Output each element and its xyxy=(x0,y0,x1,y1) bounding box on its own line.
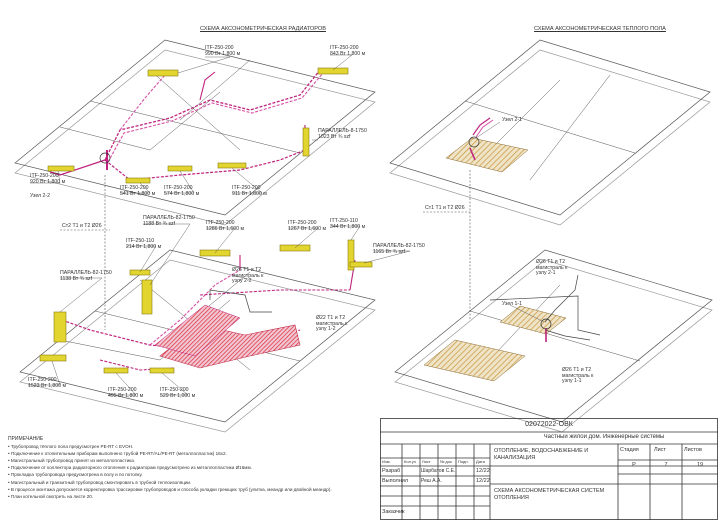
stamp-col-header: Лист xyxy=(422,459,431,464)
stamp-name-developer: Шарбатов С.Е. xyxy=(421,468,456,474)
stamp-sheets: 19 xyxy=(696,462,704,468)
title-radiators-scheme: СХЕМА АКСОНОМЕТРИЧЕСКАЯ РАДИАТОРОВ xyxy=(200,26,326,32)
stamp-sheets-label: Листов xyxy=(684,447,702,453)
label-riser-st1: Ст1 Т1 и Т2 Ø26 xyxy=(425,205,465,211)
stamp-role-developer: Разраб xyxy=(382,468,401,474)
stamp-customer: Заказчик xyxy=(382,509,405,515)
stamp-col-header: Подп. xyxy=(458,459,469,464)
stamp-col-header: Кол.уч xyxy=(404,459,416,464)
note-item: • План котельной смотреть на листе 20. xyxy=(8,493,94,499)
stamp-sheet-title: СХЕМА АКСОНОМЕТРИЧЕСКАЯ СИСТЕМ ОТОПЛЕНИЯ xyxy=(494,488,605,501)
node-2-1-marker xyxy=(468,136,480,148)
floor-slab-warm-floor-lower xyxy=(394,249,713,433)
radiator-541w xyxy=(125,177,151,184)
radiator-574w xyxy=(167,165,193,172)
warm-floor-loop-lower-2 xyxy=(499,305,567,335)
radiator-920w xyxy=(47,165,75,172)
title-block-grid xyxy=(380,418,718,520)
node-1-1-marker xyxy=(540,318,552,330)
radiator-1188w xyxy=(141,279,153,315)
note-item: • Подключение к отопительным приборам вы… xyxy=(8,451,227,457)
dense-pipe-area xyxy=(154,304,241,357)
warm-floor-loop-lower-1 xyxy=(423,339,526,382)
stamp-role-executor: Выполнил xyxy=(382,478,409,484)
stamp-stage-label: Стадия xyxy=(620,447,639,453)
radiator-911w xyxy=(217,162,247,169)
warm-floor-loop-upper xyxy=(445,137,529,173)
stamp-code: 02072022-ОВК xyxy=(525,421,573,428)
radiator-843w xyxy=(317,67,349,75)
label-node-2-2: Узел 2-2 xyxy=(30,193,51,199)
radiator-214w xyxy=(129,269,151,276)
note-item: • В процессе монтажа допускается коррект… xyxy=(8,486,332,492)
stamp-stage: Р xyxy=(632,462,636,468)
label-node-2-1: Узел 2-1 xyxy=(502,117,523,123)
note-item: • Прокладка трубопровода предусмотрена в… xyxy=(8,472,143,478)
title-warm-floor-scheme: СХЕМА АКСОНОМЕТРИЧЕСКАЯ ТЕПЛОГО ПОЛА xyxy=(534,26,666,32)
radiator-495w xyxy=(103,367,129,374)
stamp-col-header: № док xyxy=(440,459,452,464)
stamp-col-header: Изм. xyxy=(382,459,391,464)
floor-slab-warm-floor-upper xyxy=(389,39,711,226)
floor-slab-radiators-upper xyxy=(14,39,376,226)
label-node-1-1: Узел 1-1 xyxy=(502,301,523,307)
stamp-date-developer: 12/22 xyxy=(476,468,490,474)
pipes-warm-floor xyxy=(469,117,601,342)
note-item: • Магистральный и транзитный трубопровод… xyxy=(8,479,192,485)
title-block: 02072022-ОВК Частный жилой дом. Инженерн… xyxy=(380,418,718,520)
notes-title: ПРИМЕЧАНИЕ xyxy=(8,436,44,442)
radiator-529w xyxy=(149,367,175,374)
radiator-990w xyxy=(147,69,179,77)
stamp-section: ОТОПЛЕНИЕ, ВОДОСНАБЖЕНИЕ И КАНАЛИЗАЦИЯ xyxy=(494,448,589,461)
note-item: • Магистральный трубопровод принят из ме… xyxy=(8,458,136,464)
stamp-name-executor: Реш А.А. xyxy=(421,478,442,484)
leader-lines xyxy=(28,54,545,396)
note-item: • Трубопровод тёплого пола предусмотрен … xyxy=(8,444,134,450)
notes-block: ПРИМЕЧАНИЕ • Трубопровод тёплого пола пр… xyxy=(8,436,353,500)
stamp-col-header: Дата xyxy=(476,459,485,464)
label-riser-st2: Ст2 Т1 и Т2 Ø26 xyxy=(62,223,102,229)
radiator-1138w xyxy=(53,311,67,343)
radiator-1023w xyxy=(302,127,310,157)
radiator-parallel-1165w xyxy=(349,261,373,268)
radiator-1523w xyxy=(39,354,67,362)
node-2-2-marker xyxy=(99,152,111,164)
stamp-project: Частный жилой дом. Инженерные системы xyxy=(543,434,665,440)
riser-lines xyxy=(60,170,471,330)
stamp-sheet-label: Лист xyxy=(654,447,666,453)
note-item: • Подключение от коллектора радиаторного… xyxy=(8,465,252,471)
stamp-sheet: 7 xyxy=(664,462,668,468)
stamp-date-executor: 12/22 xyxy=(476,478,490,484)
